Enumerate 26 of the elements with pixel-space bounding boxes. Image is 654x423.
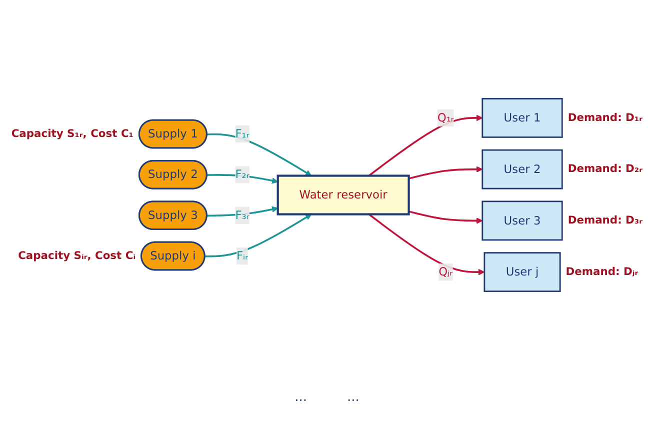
arrow <box>368 214 485 276</box>
arrow <box>408 166 483 180</box>
edge-label: Q₁ᵣ <box>437 110 454 124</box>
arrow <box>408 210 483 224</box>
node-box: User j <box>484 252 561 292</box>
capacity-note: Capacity Sᵢᵣ, Cost Cᵢ <box>18 248 136 262</box>
arrow <box>368 114 483 176</box>
node-box: User 1 <box>482 98 563 138</box>
edge-label: F₁ᵣ <box>235 126 250 140</box>
demand-note: Demand: D₂ᵣ <box>568 162 642 176</box>
demand-note: Demand: D₃ᵣ <box>568 214 642 227</box>
edge-label: Fᵢᵣ <box>236 248 248 262</box>
arrow <box>207 174 278 184</box>
ellipsis-text: ... <box>347 390 360 405</box>
capacity-note: Capacity S₁ᵣ, Cost C₁ <box>11 126 134 140</box>
edge-label: Qⱼᵣ <box>438 264 453 278</box>
ellipsis-text: ... <box>294 390 307 405</box>
edge-label: F₂ᵣ <box>235 168 250 182</box>
demand-note: Demand: D₁ᵣ <box>568 110 642 124</box>
demand-note: Demand: Dⱼᵣ <box>566 265 638 278</box>
node-box: User 2 <box>482 149 563 190</box>
edge-label: F₃ᵣ <box>235 208 250 222</box>
node-box: User 3 <box>482 200 563 241</box>
node-box: Water reservoir <box>276 174 410 216</box>
arrow <box>207 133 312 176</box>
arrow <box>204 214 312 258</box>
